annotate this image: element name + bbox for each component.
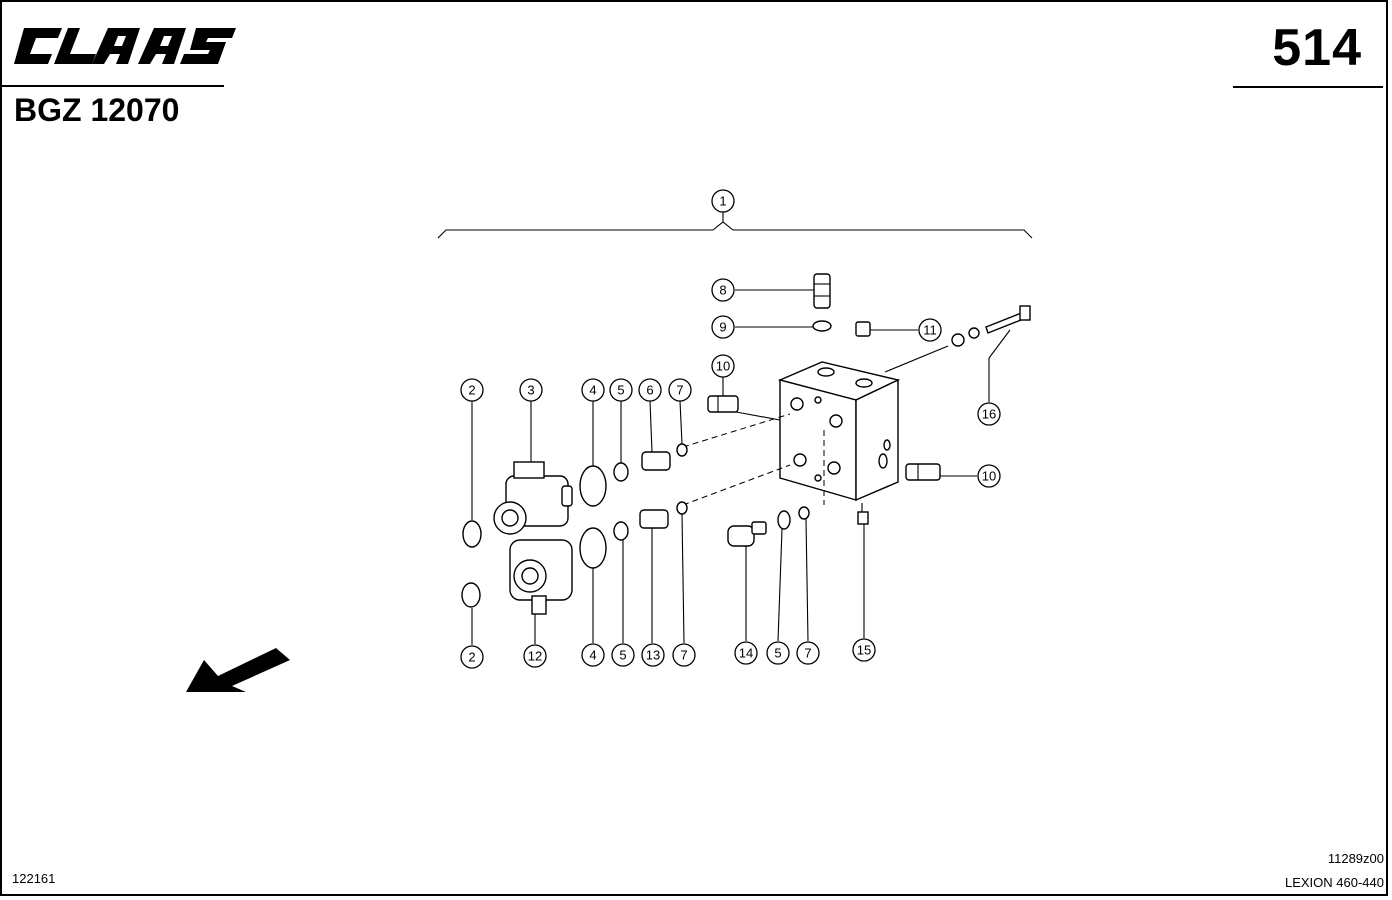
callout-10-right: 10 bbox=[977, 464, 1001, 488]
callout-3: 3 bbox=[519, 378, 543, 402]
callout-label: 10 bbox=[716, 359, 730, 374]
part-10-fitting-right bbox=[905, 463, 941, 481]
callout-13: 13 bbox=[641, 643, 665, 667]
callout-label: 4 bbox=[589, 383, 596, 398]
part-5-o-ring-upper bbox=[613, 462, 629, 482]
part-7-ring-right bbox=[798, 506, 810, 520]
part-7-ring-lower bbox=[676, 501, 688, 515]
claas-logo bbox=[14, 28, 236, 64]
part-12-solenoid bbox=[509, 539, 573, 615]
drawing-reference: 11289z00 bbox=[1327, 851, 1384, 866]
callout-label: 15 bbox=[857, 643, 871, 658]
callout-15: 15 bbox=[852, 638, 876, 662]
part-2-o-ring-lower bbox=[461, 582, 481, 608]
callout-1: 1 bbox=[711, 189, 735, 213]
callout-label: 3 bbox=[527, 383, 534, 398]
part-4-o-ring-upper bbox=[579, 465, 607, 507]
callout-label: 7 bbox=[676, 383, 683, 398]
part-14-plug bbox=[727, 521, 767, 547]
callout-label: 13 bbox=[646, 648, 660, 663]
part-10-fitting-left bbox=[707, 395, 739, 413]
part-7-ring-upper bbox=[676, 443, 688, 457]
callout-label: 10 bbox=[982, 469, 996, 484]
model-name: LEXION 460-440 bbox=[1284, 875, 1384, 890]
callout-10-left: 10 bbox=[711, 354, 735, 378]
callout-16: 16 bbox=[977, 402, 1001, 426]
header-rule-right bbox=[1233, 86, 1383, 88]
callout-7-lower: 7 bbox=[672, 643, 696, 667]
part-4-o-ring-lower bbox=[579, 527, 607, 569]
callout-label: 5 bbox=[774, 646, 781, 661]
part-13-cartridge bbox=[639, 509, 669, 529]
callout-label: 8 bbox=[719, 283, 726, 298]
part-5-o-ring-lower bbox=[613, 521, 629, 541]
part-5-o-ring-right bbox=[777, 510, 791, 530]
valve-block bbox=[777, 361, 901, 502]
callout-label: 5 bbox=[617, 383, 624, 398]
part-2-o-ring-upper bbox=[462, 520, 482, 548]
callout-label: 7 bbox=[804, 646, 811, 661]
callout-6: 6 bbox=[638, 378, 662, 402]
part-9-o-ring bbox=[812, 320, 832, 332]
callout-4-lower: 4 bbox=[581, 643, 605, 667]
callout-11: 11 bbox=[918, 318, 942, 342]
callout-8: 8 bbox=[711, 278, 735, 302]
callout-9: 9 bbox=[711, 315, 735, 339]
callout-12: 12 bbox=[523, 644, 547, 668]
callout-5-lower: 5 bbox=[611, 643, 635, 667]
assembly-bracket bbox=[437, 221, 1033, 239]
callout-label: 2 bbox=[468, 650, 475, 665]
callout-2-upper: 2 bbox=[460, 378, 484, 402]
callout-7-upper: 7 bbox=[668, 378, 692, 402]
page-number: 514 bbox=[1272, 19, 1362, 77]
callout-label: 14 bbox=[739, 646, 753, 661]
callout-label: 2 bbox=[468, 383, 475, 398]
direction-arrow bbox=[186, 648, 290, 692]
callout-label: 7 bbox=[680, 648, 687, 663]
callout-label: 11 bbox=[923, 323, 937, 338]
part-3-solenoid bbox=[493, 461, 573, 535]
callout-label: 4 bbox=[589, 648, 596, 663]
group-code: BGZ 12070 bbox=[14, 92, 180, 128]
part-11-plug bbox=[855, 321, 871, 337]
callout-label: 5 bbox=[619, 648, 626, 663]
header-rule-left bbox=[2, 85, 224, 87]
callout-5-right: 5 bbox=[766, 641, 790, 665]
callout-14: 14 bbox=[734, 641, 758, 665]
part-15-plug bbox=[857, 511, 869, 525]
callout-label: 1 bbox=[719, 194, 726, 209]
footer-left-code: 122161 bbox=[12, 871, 56, 886]
callout-label: 6 bbox=[646, 383, 653, 398]
part-8-fitting bbox=[813, 273, 831, 309]
callout-7-right: 7 bbox=[796, 641, 820, 665]
callout-label: 12 bbox=[528, 649, 542, 664]
callout-2-lower: 2 bbox=[460, 645, 484, 669]
part-6-cartridge bbox=[641, 451, 671, 471]
callout-5-upper: 5 bbox=[609, 378, 633, 402]
callout-label: 16 bbox=[982, 407, 996, 422]
leader-lines bbox=[471, 212, 1011, 645]
callout-4-upper: 4 bbox=[581, 378, 605, 402]
callout-label: 9 bbox=[719, 320, 726, 335]
part-16-bolt bbox=[951, 305, 1031, 347]
